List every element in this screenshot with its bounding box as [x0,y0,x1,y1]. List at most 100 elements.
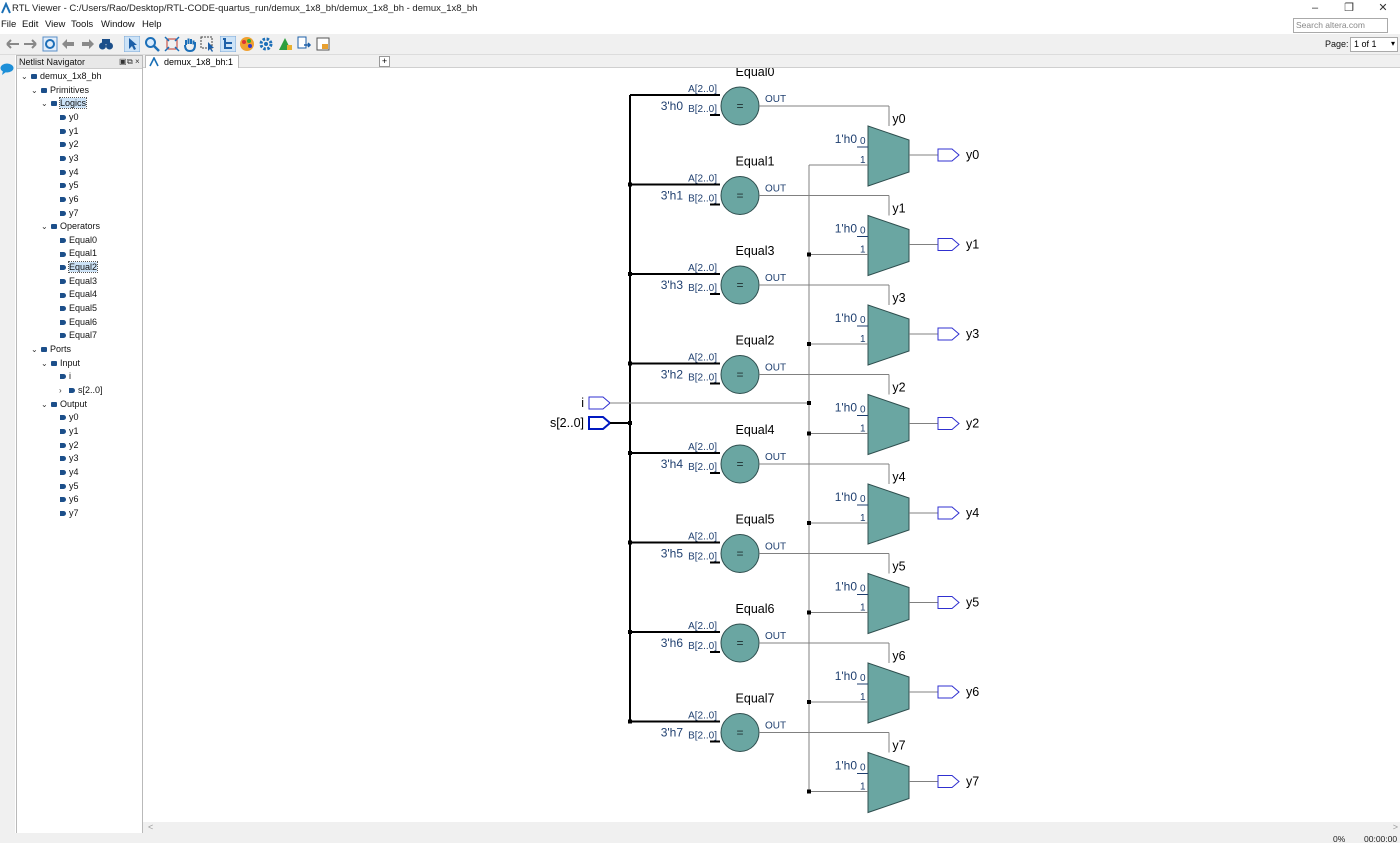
chevron-right-icon[interactable]: › [59,385,62,395]
menu-window[interactable]: Window [101,19,135,30]
tab-demux-1x8-bh[interactable]: demux_1x8_bh:1 [145,55,240,68]
chevron-down-icon[interactable]: ⌄ [31,85,38,95]
tree-item-y5[interactable]: y5 [59,179,79,192]
mux-y2 [867,393,910,456]
close-button[interactable]: ✕ [1378,2,1388,14]
toolbar: Page: 1 of 1 ▾ [0,34,1400,55]
export-icon[interactable] [296,36,312,52]
page-select[interactable]: 1 of 1 ▾ [1350,37,1398,52]
mux-y7 [867,751,910,814]
equal6-port-b: B[2..0] [688,641,717,652]
hierarchy-up-icon[interactable] [277,36,293,52]
equal4-op-symbol: = [736,457,743,471]
node-icon [60,115,66,121]
chevron-down-icon[interactable]: ⌄ [21,72,28,81]
mux-y6-name: y6 [892,649,905,663]
menu-file[interactable]: File [1,19,17,30]
tree-item-y6[interactable]: y6 [59,193,79,206]
tree-item-equal7[interactable]: Equal7 [59,329,97,342]
tree-item-equal3[interactable]: Equal3 [59,275,97,288]
tree-item-label: Output [60,398,88,409]
refresh-icon[interactable] [42,36,58,52]
tree-item-demux-1x8-bh[interactable]: ⌄demux_1x8_bh [21,70,102,83]
tree-item-label: Equal4 [69,289,98,300]
tree-item-y3[interactable]: y3 [59,452,79,465]
forward-arrow-icon[interactable] [80,36,96,52]
tree-item-y5[interactable]: y5 [59,480,79,493]
tree-item-label: y6 [69,193,79,204]
tree-item-operators[interactable]: ⌄Operators [41,220,100,233]
area-select-icon[interactable] [200,36,216,52]
hand-tool-icon[interactable] [182,36,198,52]
node-icon [51,360,57,366]
menu-view[interactable]: View [45,19,66,30]
tree-item-label: y5 [69,480,79,491]
tree-item-y2[interactable]: y2 [59,138,79,151]
tree-item-s-2-0-[interactable]: ›s[2..0] [59,384,103,397]
output-port-label-y7: y7 [966,775,979,789]
tree-item-primitives[interactable]: ⌄Primitives [31,84,89,97]
tree-item-y0[interactable]: y0 [59,411,79,424]
tree-item-y1[interactable]: y1 [59,425,79,438]
netlist-navigator-icon[interactable] [220,36,236,52]
search-input[interactable]: Search altera.com [1293,18,1388,33]
menu-tools[interactable]: Tools [71,19,94,30]
tree-item-output[interactable]: ⌄ Output [41,398,87,411]
tree-item-ports[interactable]: ⌄Ports [31,343,71,356]
color-settings-icon[interactable] [239,36,255,52]
close-panel-icon[interactable]: × [135,57,140,66]
equal1-op-symbol: = [736,189,743,203]
mux-y2-i-junction [807,431,811,436]
tree-item-equal6[interactable]: Equal6 [59,316,97,329]
tree-item-equal1[interactable]: Equal1 [59,247,97,260]
gear-icon[interactable] [258,36,274,52]
tree-item-equal4[interactable]: Equal4 [59,288,97,301]
chevron-down-icon[interactable]: ⌄ [41,358,48,368]
equal5-const: 3'h5 [661,547,684,561]
add-tab-button[interactable]: + [379,56,390,67]
tree-item-equal0[interactable]: Equal0 [59,234,97,247]
tree-item-y0[interactable]: y0 [59,111,79,124]
tree-item-y2[interactable]: y2 [59,439,79,452]
tree-item-y3[interactable]: y3 [59,152,79,165]
find-binoculars-icon[interactable] [98,36,114,52]
float-icon[interactable]: ⧉ [127,57,133,66]
node-icon [41,87,47,93]
node-icon [60,469,66,475]
menu-edit[interactable]: Edit [22,19,39,30]
chevron-down-icon[interactable]: ⌄ [41,399,48,409]
back-history-icon[interactable] [5,36,21,52]
back-arrow-icon[interactable] [60,36,76,52]
horizontal-scrollbar[interactable]: < > [143,822,1400,833]
zoom-tool-icon[interactable] [144,36,160,52]
chevron-down-icon[interactable]: ⌄ [41,222,48,232]
chevron-down-icon[interactable]: ⌄ [41,99,48,109]
tree-item-y1[interactable]: y1 [59,125,79,138]
scroll-left-icon[interactable]: < [148,822,154,832]
mux-y6-i-junction [807,700,811,704]
restore-button[interactable]: ❐ [1344,2,1354,14]
print-preview-icon[interactable] [315,36,331,52]
tree-item-equal2[interactable]: Equal2 [59,261,99,274]
mux-y2-const: 1'h0 [835,401,858,415]
tree-item-i[interactable]: i [59,370,71,383]
minimize-button[interactable]: – [1311,2,1319,14]
tree-item-input[interactable]: ⌄Input [41,357,80,370]
messages-bubble-icon[interactable] [0,63,14,75]
pin-icon[interactable]: ▣ [119,57,127,66]
tree-item-y4[interactable]: y4 [59,466,79,479]
tree-item-y6[interactable]: y6 [59,493,79,506]
scroll-right-icon[interactable]: > [1392,822,1398,832]
selection-tool-icon[interactable] [124,36,140,52]
tree-item-y4[interactable]: y4 [59,166,79,179]
tree-item-logics[interactable]: ⌄Logics [41,97,88,110]
fit-in-window-icon[interactable] [164,36,180,52]
tree-item-equal5[interactable]: Equal5 [59,302,97,315]
chevron-down-icon[interactable]: ⌄ [31,345,38,354]
forward-history-icon[interactable] [22,36,38,52]
tree-item-y7[interactable]: y7 [59,507,79,520]
tree-item-y7[interactable]: y7 [59,207,79,220]
mux-y7-in0: 0 [860,763,866,774]
menu-help[interactable]: Help [142,19,162,30]
